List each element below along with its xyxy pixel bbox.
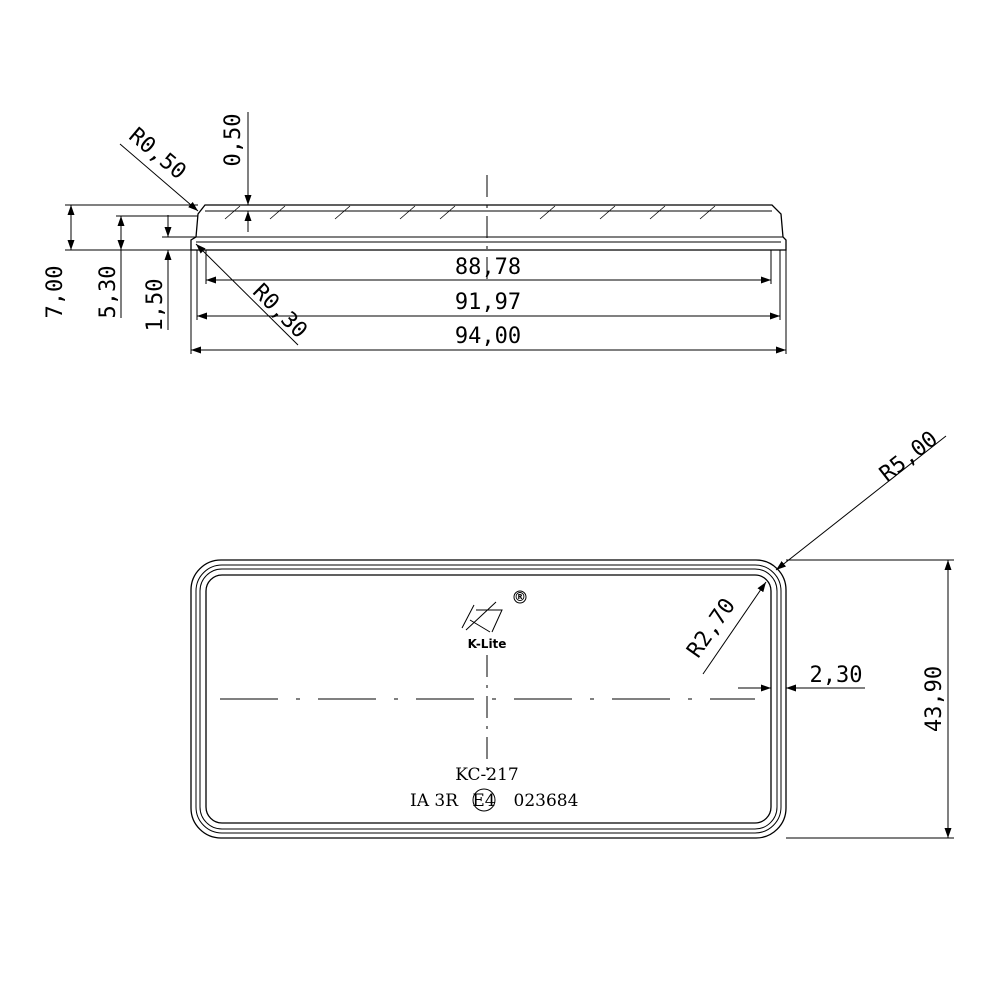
approval-mark-circle bbox=[472, 788, 496, 812]
lens-outline-outer bbox=[190, 559, 787, 839]
dim-thickness-label: 0,50 bbox=[221, 114, 246, 167]
dim-height-base: 1,50 bbox=[143, 215, 198, 331]
dim-rim-width: 2,30 bbox=[738, 663, 865, 692]
section-hatching bbox=[224, 205, 716, 220]
k-lite-logo: K-Lite ® bbox=[461, 590, 527, 651]
dim-rim-width-label: 2,30 bbox=[810, 663, 863, 688]
model-marking: KC-217 bbox=[455, 765, 518, 785]
side-view: 88,78 91,97 94,00 7,00 5,30 bbox=[43, 112, 787, 354]
k-lite-logo-icon bbox=[461, 601, 503, 633]
dim-height-mid-label: 5,30 bbox=[96, 266, 121, 319]
dim-height-total: 7,00 bbox=[43, 204, 198, 319]
dim-inner-radius-label: R2,70 bbox=[682, 594, 740, 663]
dim-inner-radius: R2,70 bbox=[682, 581, 767, 675]
k-lite-logo-text: K-Lite bbox=[468, 637, 507, 651]
registered-mark-circle bbox=[513, 590, 527, 604]
class-code-marking: IA 3R bbox=[410, 791, 459, 811]
dim-width-overall: 94,00 bbox=[190, 250, 787, 354]
dim-height-overall-label: 43,90 bbox=[922, 666, 947, 732]
dim-radius-top: R0,50 bbox=[119, 123, 199, 212]
dim-radius-bottom: R0,30 bbox=[195, 243, 312, 346]
dim-width-inner-label: 88,78 bbox=[455, 255, 521, 280]
dim-outer-radius: R5,00 bbox=[775, 427, 947, 571]
dim-radius-bottom-label: R0,30 bbox=[247, 279, 312, 344]
approval-number-marking: 023684 bbox=[514, 791, 579, 811]
dim-width-mid-label: 91,97 bbox=[455, 290, 521, 315]
dim-width-mid: 91,97 bbox=[196, 250, 781, 320]
lens-outline-inner bbox=[205, 574, 772, 824]
dim-thickness: 0,50 bbox=[221, 112, 252, 232]
dim-height-total-label: 7,00 bbox=[43, 266, 68, 319]
dim-width-overall-label: 94,00 bbox=[455, 324, 521, 349]
dim-height-base-label: 1,50 bbox=[143, 279, 168, 332]
dim-outer-radius-label: R5,00 bbox=[875, 427, 943, 487]
dim-height-mid: 5,30 bbox=[96, 215, 198, 319]
lens-outline-3 bbox=[199, 568, 778, 830]
registered-mark: ® bbox=[514, 590, 526, 604]
profile-outline bbox=[190, 204, 787, 251]
dim-height-overall: 43,90 bbox=[786, 559, 954, 839]
lens-outline-2 bbox=[195, 564, 782, 834]
dim-width-inner: 88,78 bbox=[205, 250, 772, 284]
front-view: K-Lite ® KC-217 IA 3R E4 023684 R5,00 R2… bbox=[190, 427, 954, 839]
approval-mark: E4 bbox=[472, 791, 495, 811]
